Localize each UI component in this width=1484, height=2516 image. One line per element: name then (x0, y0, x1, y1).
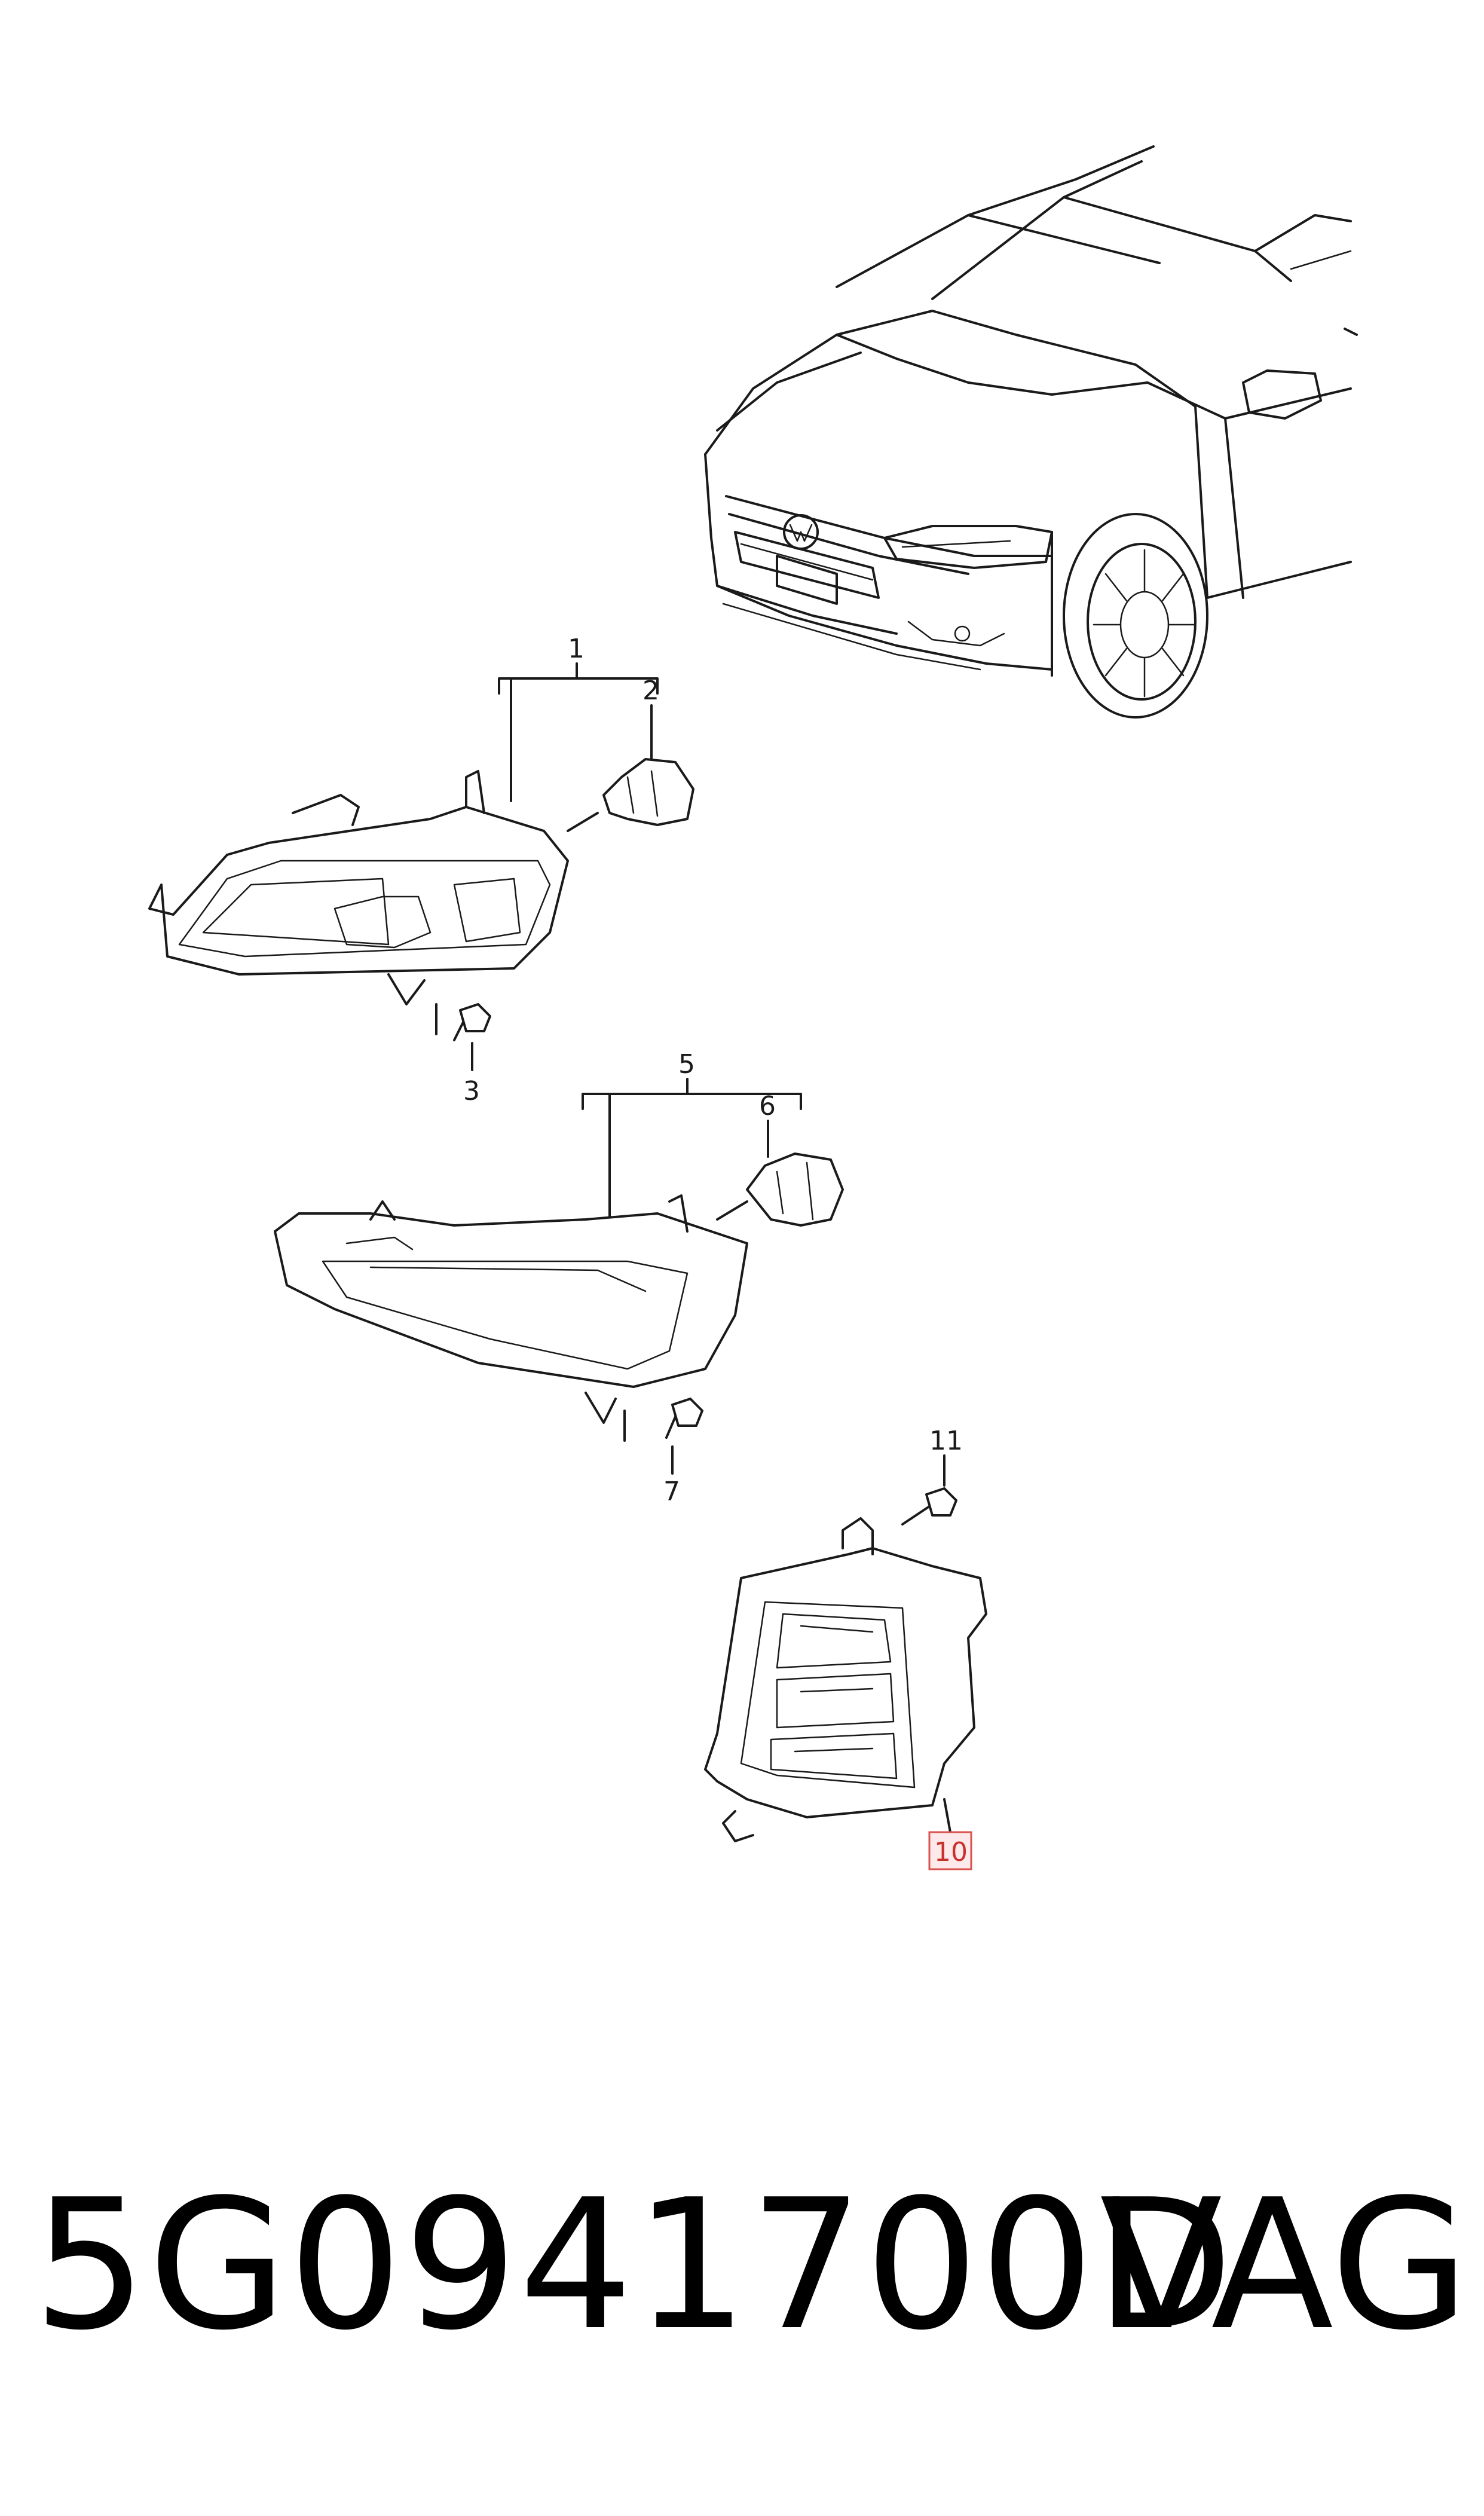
callout-3[interactable]: 3 (463, 1076, 480, 1106)
callout-6[interactable]: 6 (759, 1091, 776, 1121)
callout-10-highlight[interactable]: 10 (928, 1831, 972, 1870)
fog-light-assembly-5 (274, 1078, 844, 1475)
callout-1[interactable]: 1 (568, 634, 585, 664)
callout-5[interactable]: 5 (678, 1049, 695, 1080)
brand-name: VAG (1100, 2161, 1470, 2370)
callout-11[interactable]: 11 (929, 1426, 963, 1456)
callout-10[interactable]: 10 (934, 1837, 968, 1867)
parts-diagram: 1 2 3 5 6 7 11 10 (148, 145, 1358, 1870)
callout-2[interactable]: 2 (642, 675, 659, 706)
drl-lamp-10 (704, 1454, 987, 1842)
part-number: 5G0941700D (33, 2161, 1235, 2370)
fog-light-assembly-1 (148, 662, 694, 1071)
callout-7[interactable]: 7 (663, 1476, 680, 1507)
car-illustration (704, 145, 1358, 719)
